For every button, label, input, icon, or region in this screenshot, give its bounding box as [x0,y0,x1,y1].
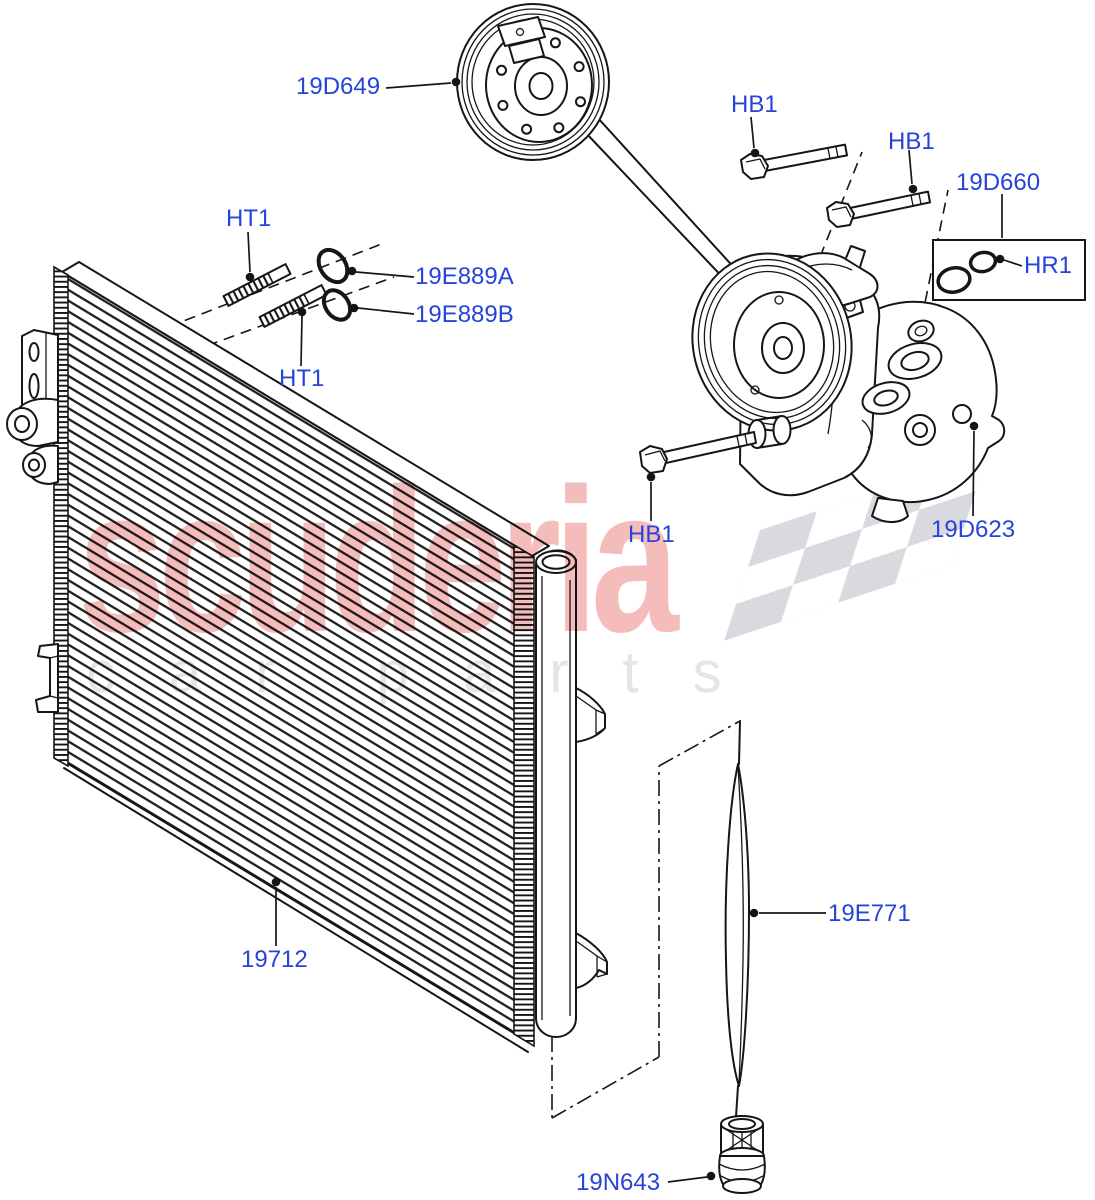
condenser-inlet-outlet-pipes [6,397,59,485]
stud-upper [222,263,292,307]
part-label-oring-b: 19E889B [415,301,514,328]
part-label-drier-filter-cap: 19N643 [576,1169,661,1196]
part-label-desiccant-bag: 19E771 [828,900,911,927]
part-label-bolt-lower: HB1 [628,521,675,548]
part-label-clutch-pulley: 19D649 [296,73,381,100]
drier-filter-cap [718,1115,766,1194]
oring-a [316,247,350,285]
part-label-oring-a: 19E889A [415,263,514,290]
condenser [6,261,608,1053]
condenser-lower-left-tab [35,643,59,713]
clutch-coil-terminal [497,16,546,64]
part-label-stud-upper: HT1 [226,205,272,232]
clutch-pulley [456,3,610,161]
receiver-drier-tank [535,549,608,1038]
oring-kit-box [932,239,1086,301]
part-label-oring-kit: 19D660 [956,169,1041,196]
bolt-upper-left [740,143,848,180]
condenser-bottom-edge [63,767,529,1053]
bolt-upper-right [826,190,931,228]
compressor-lower-mount-sleeve [747,415,792,449]
condenser-top-edge [61,261,550,557]
compressor-front-pulley-mount [691,252,853,432]
part-label-compressor: 19D623 [931,516,1016,543]
drier-mount-tab-upper [575,687,606,743]
part-label-stud-lower: HT1 [279,365,325,392]
part-label-bolt-upper-right: HB1 [888,128,935,155]
compressor [691,245,1006,523]
compressor-rear-head [838,300,1006,504]
compressor-rear-boss [907,319,935,343]
drier-mount-tab-lower [575,932,608,989]
kit-oring-large [936,266,972,294]
desiccant-bag [724,763,750,1118]
part-label-bolt-upper-left: HB1 [731,91,778,118]
leader-lines [245,77,1023,1183]
compressor-ports [861,342,943,415]
drier-projection-lines [551,720,741,1119]
bolt-lower [639,431,757,474]
kit-oring-small [968,250,998,274]
condenser-right-end-plate [513,543,535,1048]
oring-b [321,288,353,322]
part-label-oring-kit-ref: HR1 [1024,252,1073,279]
part-label-condenser: 19712 [241,946,308,973]
compressor-foot [871,497,909,523]
